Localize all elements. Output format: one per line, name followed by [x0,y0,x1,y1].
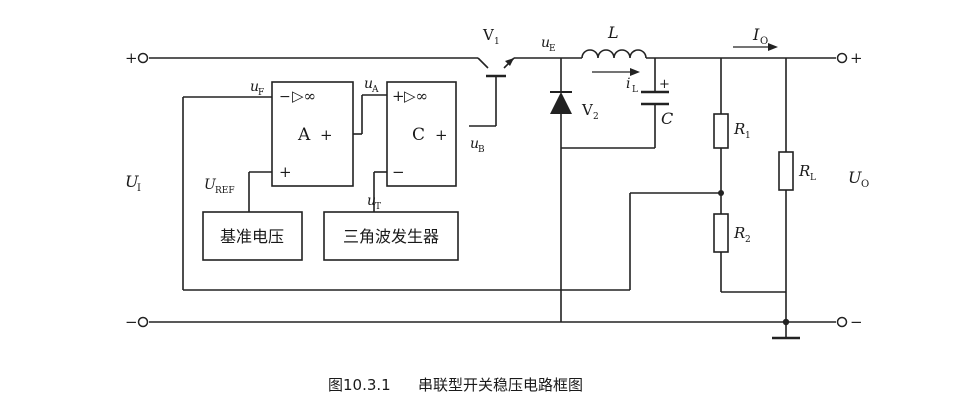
c-label: C [661,109,673,128]
ut-label: u [367,193,376,209]
input-plus-sign: + [125,49,138,67]
opamp-a-symbol: ▷∞ [292,87,316,105]
r2-sub: 2 [745,235,751,245]
opamp-c [386,81,457,187]
opamp-c-minus: − [392,163,405,181]
ub-sub: B [478,145,485,155]
ui-label: U [125,172,139,191]
opamp-a-name: A [297,125,311,145]
uf-sub: F [258,88,264,98]
ua-sub: A [371,85,379,95]
output-plus-sign: + [850,49,863,67]
wires [149,57,836,340]
reference-voltage-label: 基准电压 [220,227,284,246]
il-arrow [592,68,640,76]
uf-label: u [250,79,259,95]
v1-label: V [482,26,495,44]
io-label: I [752,25,760,44]
opamp-c-symbol: ▷∞ [404,87,428,105]
r2-label: R [733,224,745,242]
l-label: L [607,23,619,42]
r1-label: R [733,120,745,138]
triangle-generator-block [323,211,459,261]
rl-label: R [798,162,810,180]
junction-dots [718,190,790,326]
output-minus-sign: − [850,313,863,331]
input-minus-sign: − [125,313,138,331]
cap-plus-sign: + [659,77,670,92]
opamp-a [271,81,354,187]
triangle-generator-label: 三角波发生器 [343,227,439,246]
il-label: i [626,76,630,92]
output-minus-terminal [836,316,848,328]
figure-number: 图10.3.1 [328,376,391,394]
opamp-c-name: C [412,125,425,145]
opamp-a-minus: − [279,89,291,105]
junction-dot [718,190,724,196]
resistor-rl [778,151,794,191]
figure-title: 串联型开关稳压电路框图 [418,376,583,394]
opamp-c-plus: + [392,87,405,105]
v2-sub: 2 [593,112,599,122]
r1-sub: 1 [745,131,751,141]
resistor-r1 [713,113,729,149]
diode-v2 [550,91,572,118]
uo-sub: O [861,179,869,190]
input-minus-terminal [137,316,149,328]
v1-emitter-arrow [505,58,514,66]
ut-sub: T [375,202,381,212]
reference-voltage-block [202,211,303,261]
opamp-a-plus: + [279,163,292,181]
uref-sub: REF [215,186,235,196]
io-arrow [733,43,778,51]
capacitor-c [641,90,669,106]
input-plus-terminal [137,52,149,64]
ui-sub: I [137,183,141,194]
uref-label: U [204,177,217,193]
ua-label: u [364,76,373,92]
il-sub: L [632,85,638,95]
rl-sub: L [810,173,816,183]
terminals [137,52,848,328]
ub-label: u [470,136,479,152]
output-plus-terminal [836,52,848,64]
opamp-c-out: + [435,126,448,144]
ue-label: u [541,35,550,51]
v2-label: V [581,101,594,119]
resistor-r2 [713,213,729,253]
io-sub: O [760,36,768,47]
inductor-l [581,49,647,59]
opamp-a-out: + [320,126,333,144]
uo-label: U [848,168,862,187]
junction-dot [782,318,790,326]
ue-sub: E [549,44,556,54]
v1-sub: 1 [494,37,500,47]
